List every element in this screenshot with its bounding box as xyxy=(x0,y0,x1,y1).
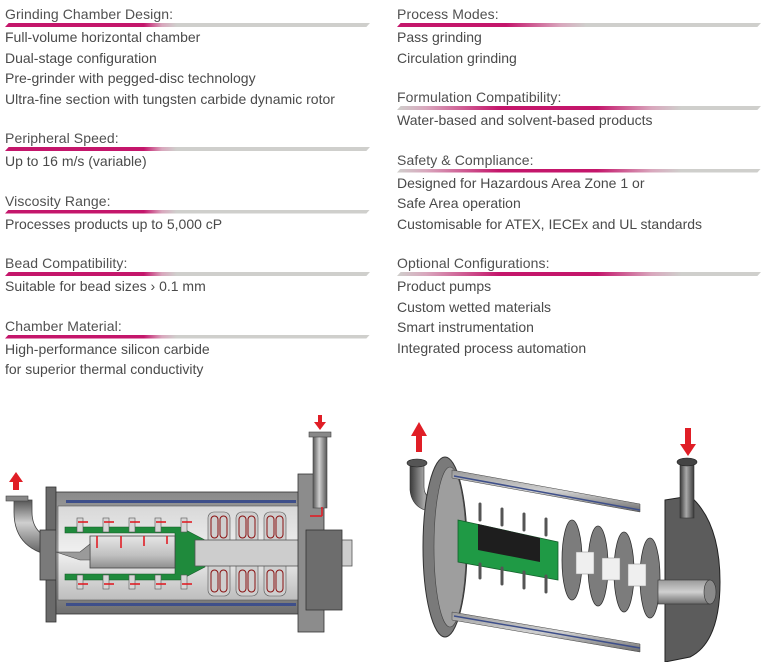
spec-safety-compliance: Safety & Compliance: Designed for Hazard… xyxy=(397,151,761,235)
spec-item: Customisable for ATEX, IECEx and UL stan… xyxy=(397,215,703,232)
flow-loops xyxy=(210,515,284,593)
spec-item: Smart instrumentation xyxy=(397,319,534,335)
spec-item: Safe Area operation xyxy=(397,195,521,211)
section-heading: Optional Configurations: xyxy=(397,255,550,271)
spec-formulation-compatibility: Formulation Compatibility: Water-based a… xyxy=(397,88,761,131)
drive-shaft xyxy=(657,579,711,605)
spec-item: Pass grinding xyxy=(397,29,482,45)
section-heading: Process Modes: xyxy=(397,6,499,22)
spec-item: Integrated process automation xyxy=(397,339,587,356)
heading-underline xyxy=(5,272,370,276)
heading-underline xyxy=(5,23,370,27)
inlet-flow-arrow-icon xyxy=(680,428,696,456)
inlet-flow-arrow-icon xyxy=(314,415,326,430)
heading-underline xyxy=(397,106,761,110)
spec-item: Full-volume horizontal chamber xyxy=(5,29,201,45)
spec-optional-configurations: Optional Configurations: Product pumps C… xyxy=(397,254,761,358)
heading-underline xyxy=(5,334,370,339)
spec-item: for superior thermal conductivity xyxy=(5,361,204,377)
section-heading: Viscosity Range: xyxy=(5,192,111,209)
left-spec-column: Grinding Chamber Design: Full-volume hor… xyxy=(5,0,370,380)
flow-arrows-icon xyxy=(78,507,323,585)
section-heading: Formulation Compatibility: xyxy=(397,89,562,105)
spec-item: Circulation grinding xyxy=(397,49,517,66)
spec-grinding-chamber-design: Grinding Chamber Design: Full-volume hor… xyxy=(5,0,370,109)
spec-bead-compatibility: Bead Compatibility: Suitable for bead si… xyxy=(5,254,370,297)
spec-item: Custom wetted materials xyxy=(397,298,552,315)
heading-underline xyxy=(397,168,761,173)
inlet-pipe xyxy=(312,435,328,509)
spec-item: Dual-stage configuration xyxy=(5,49,157,66)
rotor-discs xyxy=(561,519,661,619)
spec-peripheral-speed: Peripheral Speed: Up to 16 m/s (variable… xyxy=(5,129,370,172)
heading-underline xyxy=(5,209,370,214)
heading-underline xyxy=(397,272,761,276)
section-heading: Peripheral Speed: xyxy=(5,130,119,146)
section-heading: Bead Compatibility: xyxy=(5,255,128,271)
spec-process-modes: Process Modes: Pass grinding Circulation… xyxy=(397,0,761,68)
right-spec-column: Process Modes: Pass grinding Circulation… xyxy=(397,0,761,358)
spec-chamber-material: Chamber Material: High-performance silic… xyxy=(5,317,370,380)
spec-item: Processes products up to 5,000 cP xyxy=(5,215,223,232)
mill-cross-section-diagram xyxy=(5,415,353,633)
rear-housing xyxy=(664,495,721,662)
mill-3d-cutaway xyxy=(406,422,721,662)
outlet-flow-arrow-icon xyxy=(9,472,23,490)
spec-item: Pre-grinder with pegged-disc technology xyxy=(5,70,256,86)
section-heading: Safety & Compliance: xyxy=(397,151,534,168)
spec-item: Water-based and solvent-based products xyxy=(397,112,653,128)
outlet-flow-arrow-icon xyxy=(411,422,427,452)
heading-underline xyxy=(5,147,370,151)
heading-underline xyxy=(397,23,761,27)
section-heading: Chamber Material: xyxy=(5,317,122,334)
spec-item: High-performance silicon carbide xyxy=(5,340,210,357)
spec-item: Up to 16 m/s (variable) xyxy=(5,153,147,169)
rotor-pegs xyxy=(76,517,188,590)
inlet-pipe xyxy=(679,461,695,519)
spec-item: Suitable for bead sizes › 0.1 mm xyxy=(5,278,206,294)
spec-item: Ultra-fine section with tungsten carbide… xyxy=(5,90,335,107)
spec-item: Designed for Hazardous Area Zone 1 or xyxy=(397,174,645,191)
spec-item: Product pumps xyxy=(397,278,492,294)
section-heading: Grinding Chamber Design: xyxy=(5,6,174,22)
spec-viscosity-range: Viscosity Range: Processes products up t… xyxy=(5,192,370,235)
